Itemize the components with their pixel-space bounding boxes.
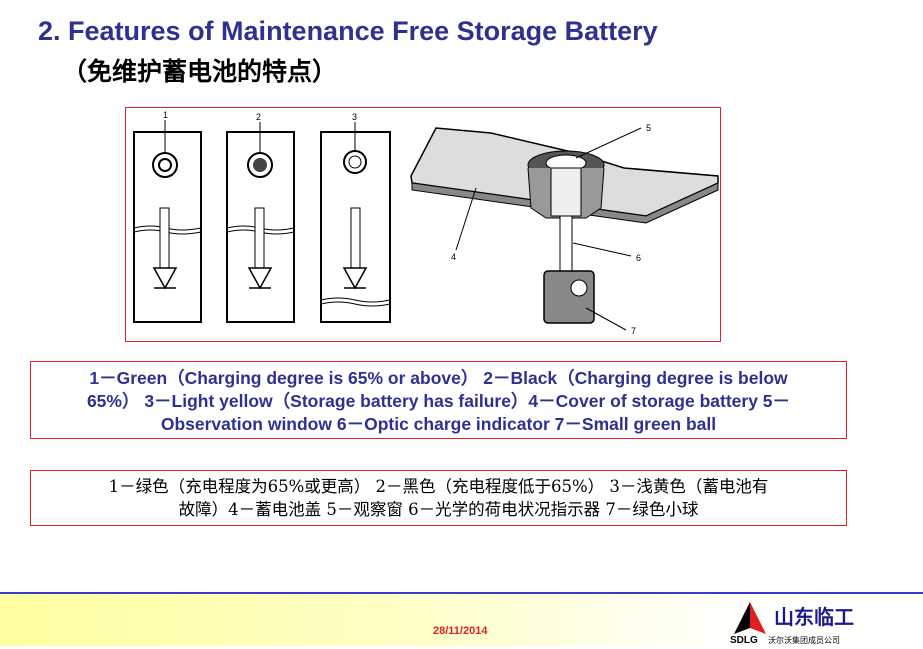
label-6: 6 [636, 253, 641, 263]
label-7: 7 [631, 326, 636, 336]
legend-en-line: 65%） 3－Light yellow（Storage battery has … [86, 391, 791, 411]
logo-chinese: 山东临工 [774, 605, 854, 629]
battery-indicator-diagram: 1 2 3 [125, 107, 721, 342]
footer-date: 28/11/2014 [433, 625, 488, 637]
label-1: 1 [163, 110, 168, 120]
footer-band [0, 592, 923, 646]
indicator-panel-1: 1 [133, 110, 202, 323]
logo-abbr: SDLG [730, 635, 758, 644]
battery-cover-cross-section: 4 5 6 7 [410, 123, 719, 336]
legend-chinese: 1－绿色（充电程度为65%或更高） 2－黑色（充电程度低于65%） 3－浅黄色（… [30, 470, 847, 526]
slide-title: 2. Features of Maintenance Free Storage … [38, 16, 658, 46]
legend-en-line: Observation window 6－Optic charge indica… [160, 414, 717, 434]
logo-subtitle: 沃尔沃集团成员公司 [768, 635, 840, 644]
label-4: 4 [451, 252, 456, 262]
indicator-panel-3: 3 [320, 112, 391, 323]
slide-subtitle: （免维护蓄电池的特点） [62, 57, 338, 86]
label-3: 3 [352, 112, 357, 122]
legend-cn-line: 故障）4－蓄电池盖 5－观察窗 6－光学的荷电状况指示器 7－绿色小球 [178, 500, 699, 519]
label-5: 5 [646, 123, 651, 133]
legend-cn-line: 1－绿色（充电程度为65%或更高） 2－黑色（充电程度低于65%） 3－浅黄色（… [108, 477, 769, 496]
legend-english: 1－Green（Charging degree is 65% or above）… [30, 361, 847, 439]
label-2: 2 [256, 112, 261, 122]
indicator-panel-2: 2 [226, 112, 295, 323]
sdlg-logo: 山东临工 SDLG 沃尔沃集团成员公司 [730, 600, 900, 646]
legend-en-line: 1－Green（Charging degree is 65% or above）… [89, 368, 788, 388]
